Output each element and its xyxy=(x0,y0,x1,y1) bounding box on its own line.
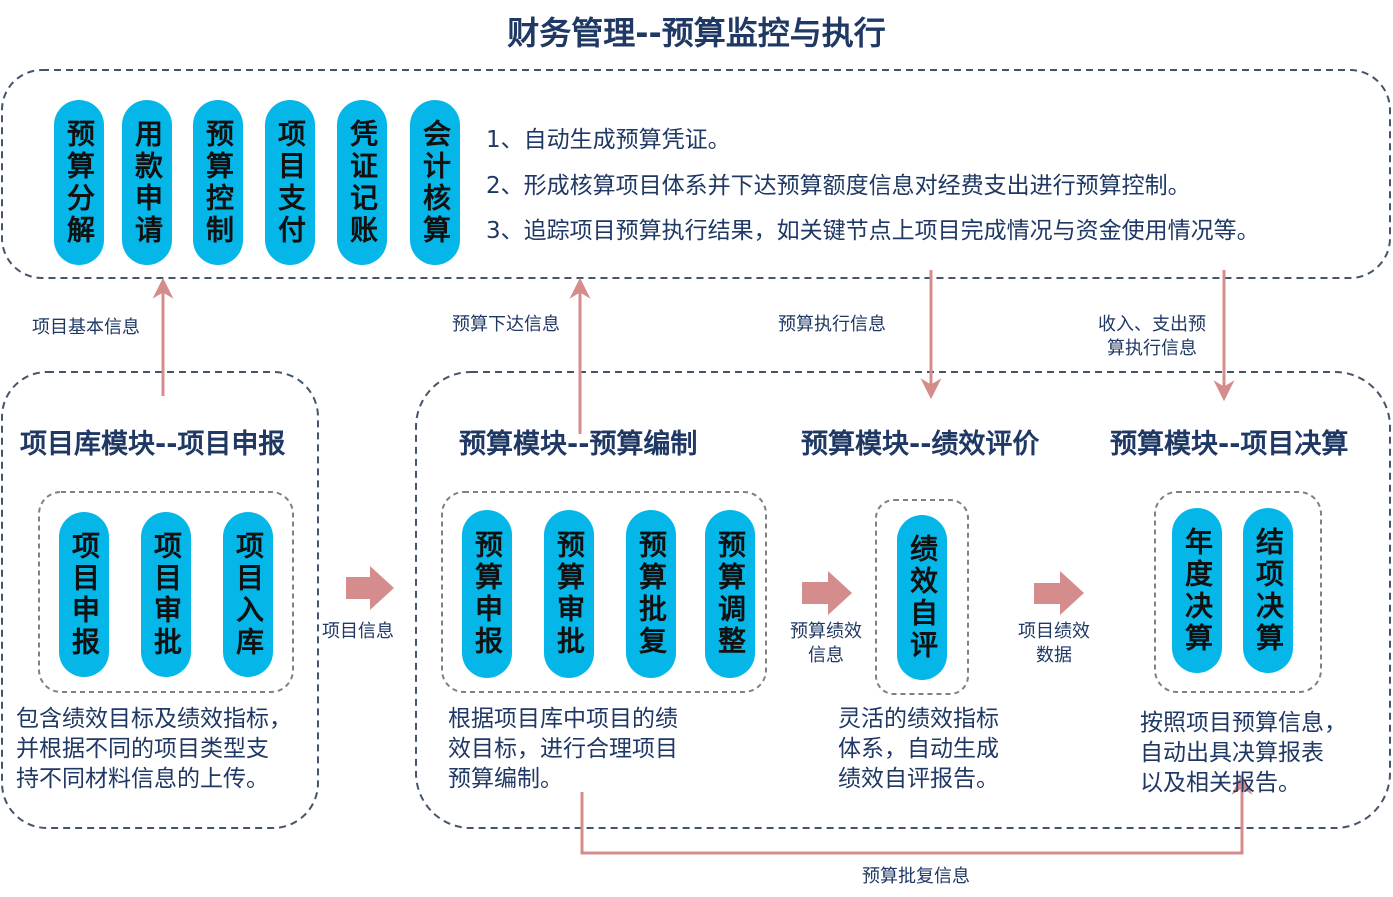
pill-label: 预算审批 xyxy=(553,530,586,658)
desc-line: 并根据不同的项目类型支 xyxy=(16,736,269,762)
pill-annual-final: 年度决算 xyxy=(1172,508,1222,673)
pill-project-declare: 项目申报 xyxy=(59,512,109,677)
top-list-item-1: 1、自动生成预算凭证。 xyxy=(486,127,731,153)
pill-label: 预算调整 xyxy=(714,530,747,658)
label-project-basic-info: 项目基本信息 xyxy=(32,317,140,338)
desc-line: 绩效自评报告。 xyxy=(838,766,999,792)
label-budget-issue-info: 预算下达信息 xyxy=(452,314,560,335)
final-accounts-title: 预算模块--项目决算 xyxy=(1110,429,1349,460)
label-line: 预算绩效 xyxy=(790,621,862,642)
pill-label: 凭证记账 xyxy=(346,118,379,247)
top-list-item-2: 2、形成核算项目体系并下达预算额度信息对经费支出进行预算控制。 xyxy=(486,173,1191,199)
pill-label: 用款申请 xyxy=(131,118,164,247)
top-list-item-3: 3、追踪项目预算执行结果，如关键节点上项目完成情况与资金使用情况等。 xyxy=(486,218,1260,244)
desc-line: 以及相关报告。 xyxy=(1140,770,1301,796)
project-pills-frame xyxy=(38,491,294,693)
pill-budget-reply: 预算批复 xyxy=(626,510,676,678)
final-pills-frame xyxy=(1154,491,1322,693)
label-line: 信息 xyxy=(808,645,844,666)
pill-performance-self-eval: 绩效自评 xyxy=(897,515,947,680)
pill-project-approve: 项目审批 xyxy=(141,512,191,677)
pill-budget-control: 预算控制 xyxy=(193,100,243,265)
pill-project-payment: 项目支付 xyxy=(265,100,315,265)
pill-label: 预算批复 xyxy=(635,530,668,658)
performance-desc: 灵活的绩效指标 体系，自动生成 绩效自评报告。 xyxy=(838,704,1038,794)
pill-label: 预算申报 xyxy=(471,530,504,658)
budget-prep-title: 预算模块--预算编制 xyxy=(459,429,698,460)
desc-line: 根据项目库中项目的绩 xyxy=(448,706,678,732)
desc-line: 按照项目预算信息， xyxy=(1140,710,1347,736)
pill-label: 项目审批 xyxy=(150,530,183,659)
pill-closeout-final: 结项决算 xyxy=(1243,508,1293,673)
budget-module-frame xyxy=(415,371,1391,829)
project-module-frame xyxy=(1,371,319,829)
desc-line: 持不同材料信息的上传。 xyxy=(16,766,269,792)
desc-line: 灵活的绩效指标 xyxy=(838,706,999,732)
pill-label: 绩效自评 xyxy=(906,533,939,662)
pill-project-store: 项目入库 xyxy=(223,512,273,677)
budget-prep-pills-frame xyxy=(441,491,767,693)
pill-label: 预算控制 xyxy=(202,118,235,247)
pill-label: 项目支付 xyxy=(274,118,307,247)
label-budget-perf-info: 预算绩效 信息 xyxy=(782,620,870,668)
label-budget-approval-info: 预算批复信息 xyxy=(862,866,970,887)
pill-fund-application: 用款申请 xyxy=(122,100,172,265)
pill-voucher-bookkeeping: 凭证记账 xyxy=(337,100,387,265)
label-line: 算执行信息 xyxy=(1107,338,1197,359)
label-project-perf-data: 项目绩效 数据 xyxy=(1010,620,1098,668)
pill-label: 预算分解 xyxy=(63,118,96,247)
project-module-desc: 包含绩效目标及绩效指标， 并根据不同的项目类型支 持不同材料信息的上传。 xyxy=(16,704,316,794)
block-arrow-budget-perf xyxy=(802,571,852,615)
pill-label: 项目申报 xyxy=(68,530,101,659)
label-line: 收入、支出预 xyxy=(1098,314,1206,335)
desc-line: 包含绩效目标及绩效指标， xyxy=(16,706,292,732)
desc-line: 体系，自动生成 xyxy=(838,736,999,762)
pill-budget-declare: 预算申报 xyxy=(462,510,512,678)
block-arrow-project-perf xyxy=(1034,571,1084,615)
performance-pills-frame xyxy=(875,499,969,695)
label-project-info: 项目信息 xyxy=(322,621,394,642)
label-line: 数据 xyxy=(1036,645,1072,666)
final-accounts-desc: 按照项目预算信息， 自动出具决算报表 以及相关报告。 xyxy=(1140,708,1380,798)
pill-accounting: 会计核算 xyxy=(410,100,460,265)
desc-line: 效目标，进行合理项目 xyxy=(448,736,678,762)
pill-label: 结项决算 xyxy=(1252,526,1285,655)
pill-budget-decompose: 预算分解 xyxy=(54,100,104,265)
top-panel-frame xyxy=(1,69,1391,279)
pill-label: 年度决算 xyxy=(1181,526,1214,655)
label-income-exec-info: 收入、支出预 算执行信息 xyxy=(1084,313,1220,361)
pill-budget-adjust: 预算调整 xyxy=(705,510,755,678)
label-line: 项目绩效 xyxy=(1018,621,1090,642)
desc-line: 预算编制。 xyxy=(448,766,563,792)
project-module-title: 项目库模块--项目申报 xyxy=(20,429,286,460)
performance-title: 预算模块--绩效评价 xyxy=(801,429,1040,460)
label-budget-exec-info: 预算执行信息 xyxy=(778,314,886,335)
page-title: 财务管理--预算监控与执行 xyxy=(507,14,886,52)
budget-prep-desc: 根据项目库中项目的绩 效目标，进行合理项目 预算编制。 xyxy=(448,704,728,794)
pill-label: 项目入库 xyxy=(232,530,265,659)
desc-line: 自动出具决算报表 xyxy=(1140,740,1324,766)
pill-label: 会计核算 xyxy=(419,118,452,247)
block-arrow-project-info xyxy=(346,566,394,610)
arrow-budget-approval-info xyxy=(580,773,1253,855)
pill-budget-approve: 预算审批 xyxy=(544,510,594,678)
